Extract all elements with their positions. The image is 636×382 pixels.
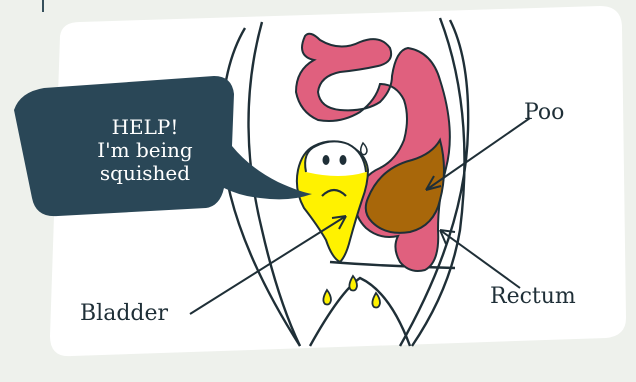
bubble-line-1: HELP! [60, 116, 230, 139]
label-bladder: Bladder [80, 301, 168, 326]
label-rectum: Rectum [490, 284, 576, 309]
bladder-eye-left [323, 155, 330, 165]
speech-bubble-text: HELP! I'm being squished [60, 116, 230, 185]
bubble-line-2: I'm being [60, 139, 230, 162]
bladder-eye-right [340, 155, 347, 165]
label-poo: Poo [524, 100, 564, 125]
bubble-line-3: squished [60, 162, 230, 185]
